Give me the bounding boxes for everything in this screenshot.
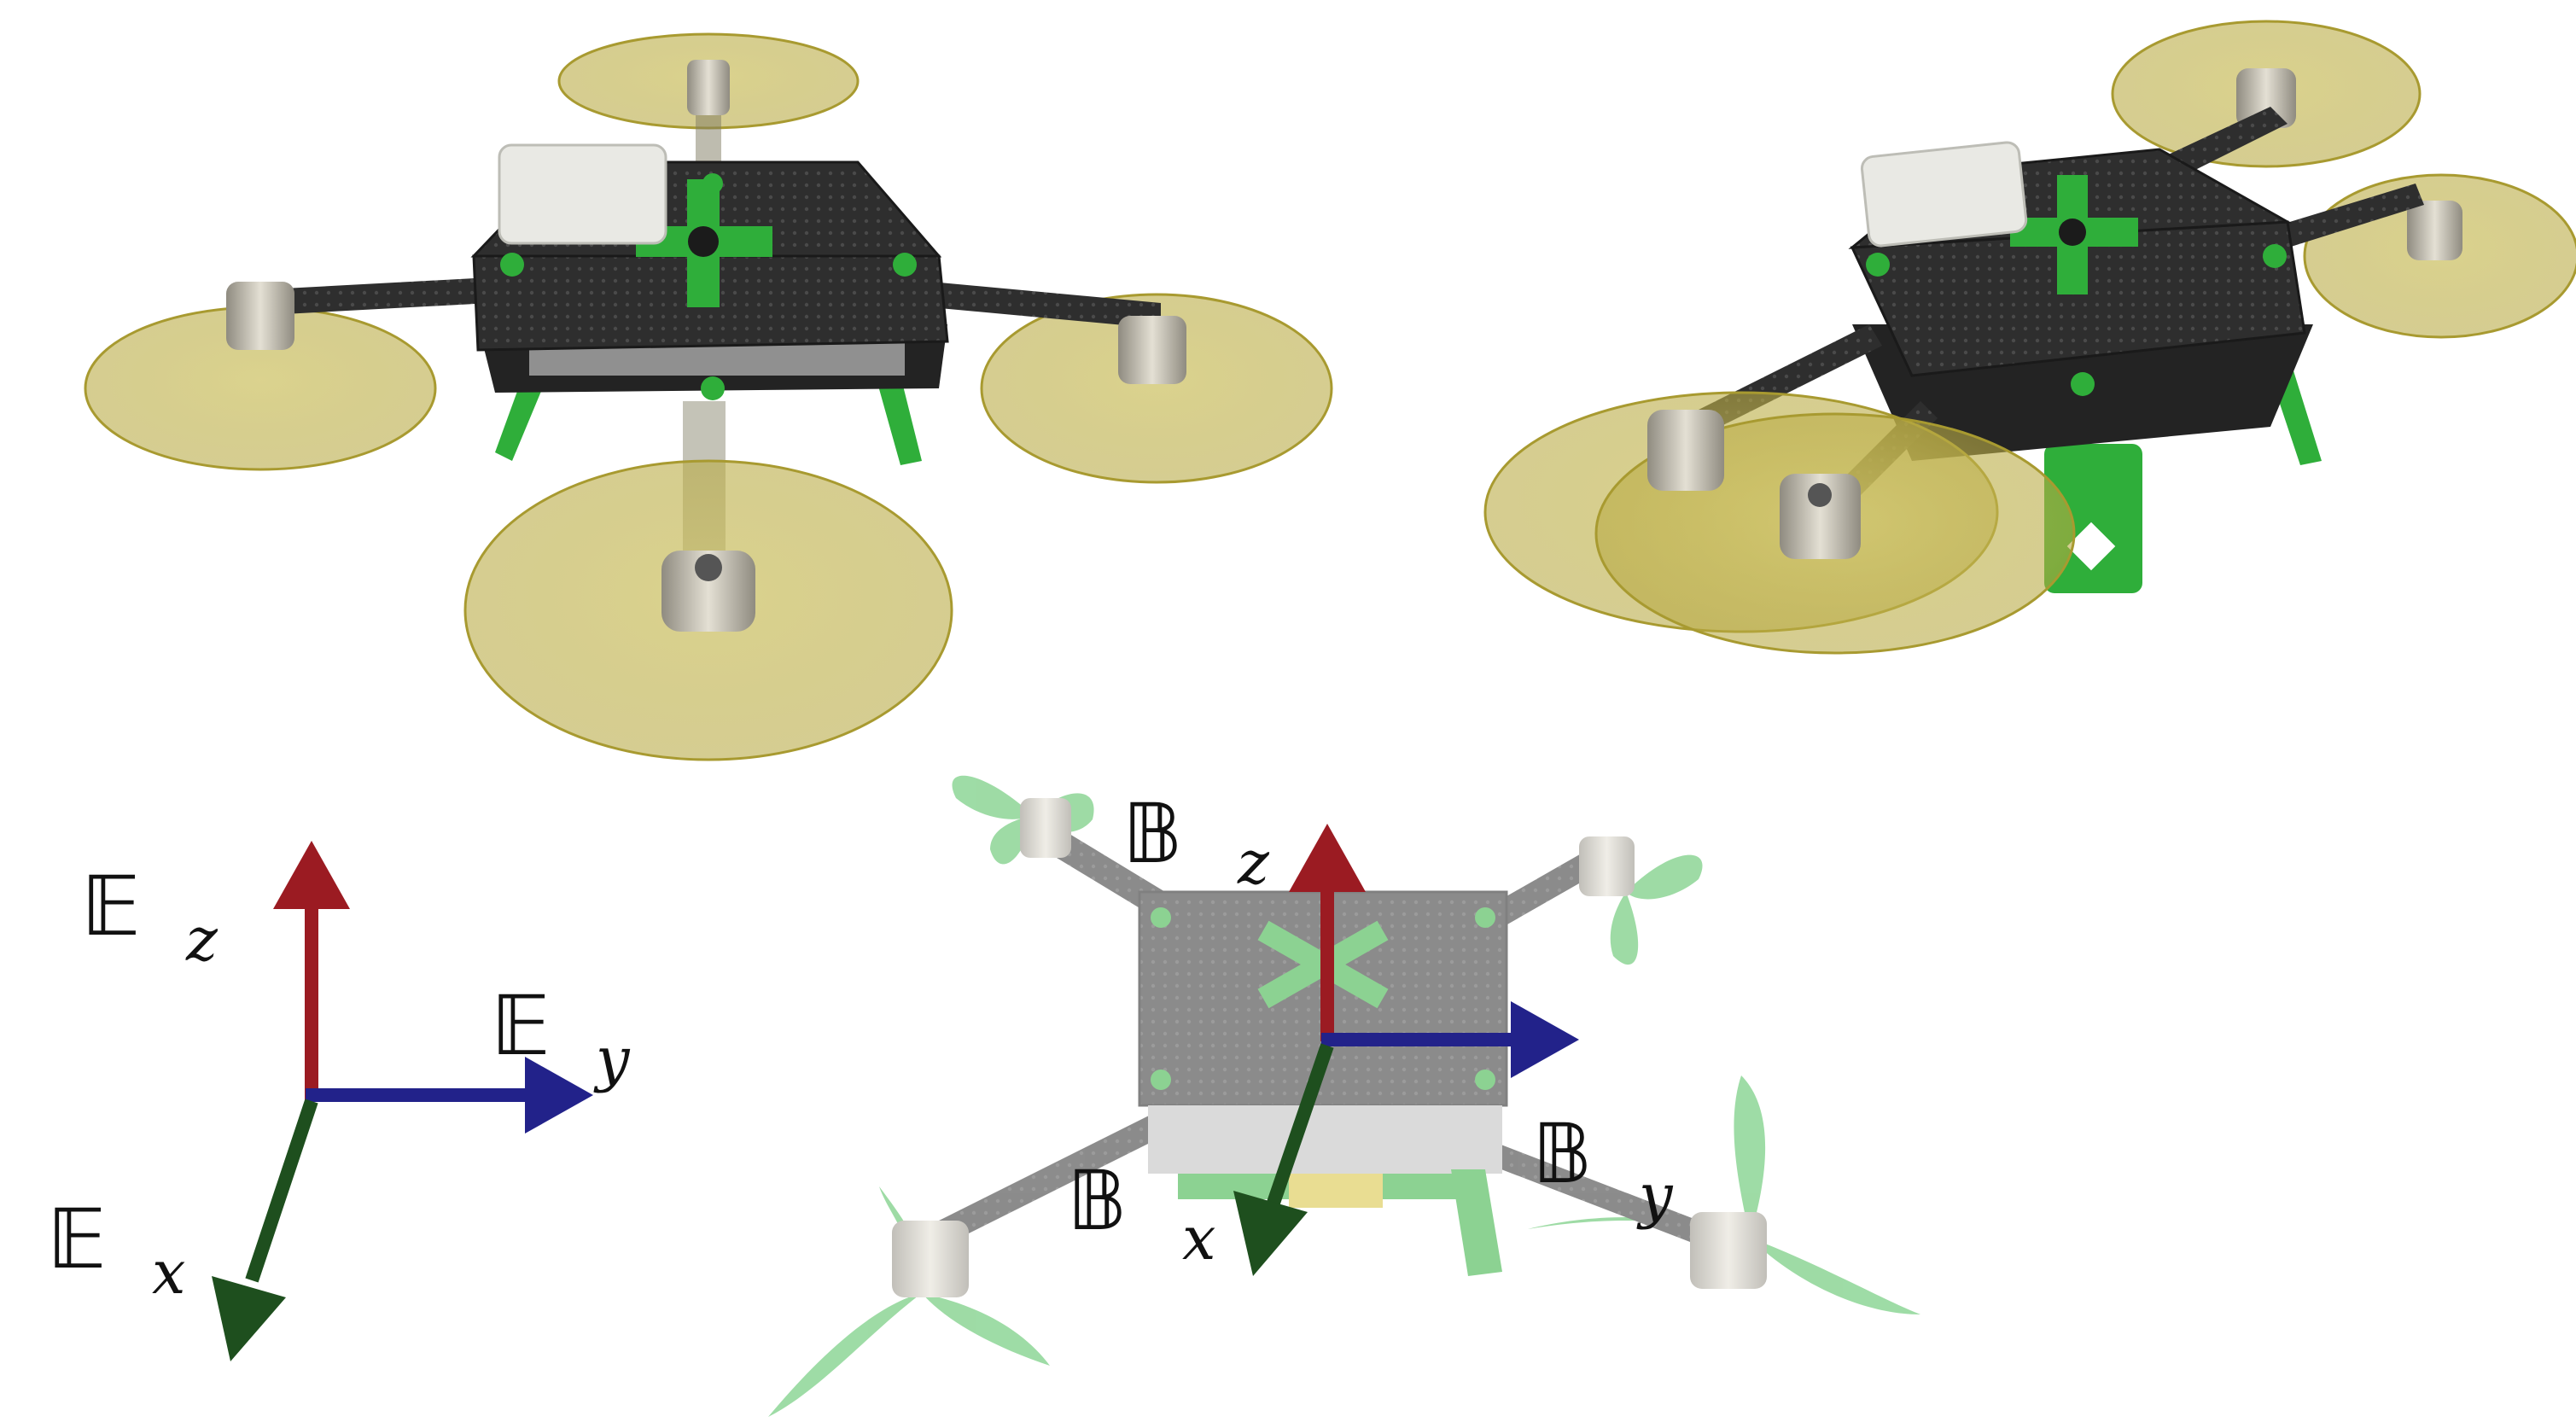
earth-y-arrowhead: [525, 1057, 593, 1134]
body-y-subscript: y: [1636, 1161, 1674, 1231]
earth-x-arrowhead: [212, 1276, 286, 1361]
body-z-subscript: z: [1237, 828, 1270, 898]
body-z-arrowhead: [1289, 824, 1366, 892]
body-x-arrowhead: [1233, 1191, 1308, 1276]
body-y-label: 𝔹: [1532, 1106, 1592, 1202]
drone-body-frame-icon: [768, 775, 1920, 1417]
earth-z-subscript: z: [185, 905, 219, 975]
earth-frame-axes: [212, 841, 593, 1361]
earth-y-subscript: y: [593, 1024, 631, 1094]
body-z-label: 𝔹: [1122, 786, 1182, 882]
drone-tilted-icon: [1483, 20, 2576, 655]
body-y-arrowhead: [1511, 1001, 1579, 1078]
earth-x-label: 𝔼: [47, 1192, 107, 1287]
body-x-subscript: x: [1182, 1204, 1215, 1274]
body-frame-axes: [1233, 824, 1579, 1276]
earth-z-label: 𝔼: [81, 859, 141, 954]
earth-x-subscript: x: [152, 1238, 185, 1308]
drone-rotating-props-icon: [84, 32, 1333, 761]
earth-z-arrowhead: [273, 841, 350, 909]
body-x-label: 𝔹: [1067, 1153, 1127, 1249]
earth-y-label: 𝔼: [491, 978, 551, 1074]
